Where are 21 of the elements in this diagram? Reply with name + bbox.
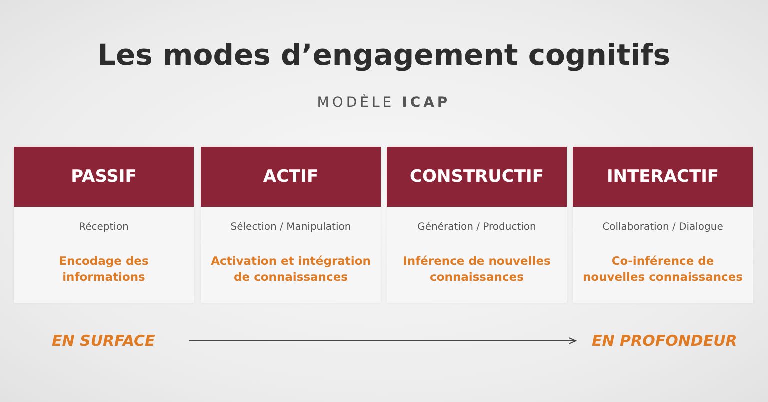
mode-card [573,147,753,303]
mode-card [14,147,194,303]
card-header: INTERACTIF [573,147,753,207]
subtitle: MODÈLE ICAP [317,95,451,111]
axis-label: EN SURFACE [52,332,156,350]
card-header: PASSIF [14,147,194,207]
arrow [188,338,576,344]
card-description: Encodage des informations [58,253,150,285]
card-description: Inférence de nouvelles connaissances [402,253,552,285]
mode-card [387,147,567,303]
card-subtitle: Génération / Production [416,222,538,233]
axis-label: EN PROFONDEUR [592,332,738,350]
mode-card [201,147,381,303]
card-description: Activation et intégration de connaissances [210,253,372,285]
title: Les modes d’engagement cognitifs [96,38,672,72]
card-subtitle: Sélection / Manipulation [230,222,352,233]
card-subtitle: Réception [78,222,130,233]
card-description: Co-inférence de nouvelles connaissances [582,253,744,285]
card-header: ACTIF [201,147,381,207]
card-subtitle: Collaboration / Dialogue [602,222,724,233]
card-header: CONSTRUCTIF [387,147,567,207]
